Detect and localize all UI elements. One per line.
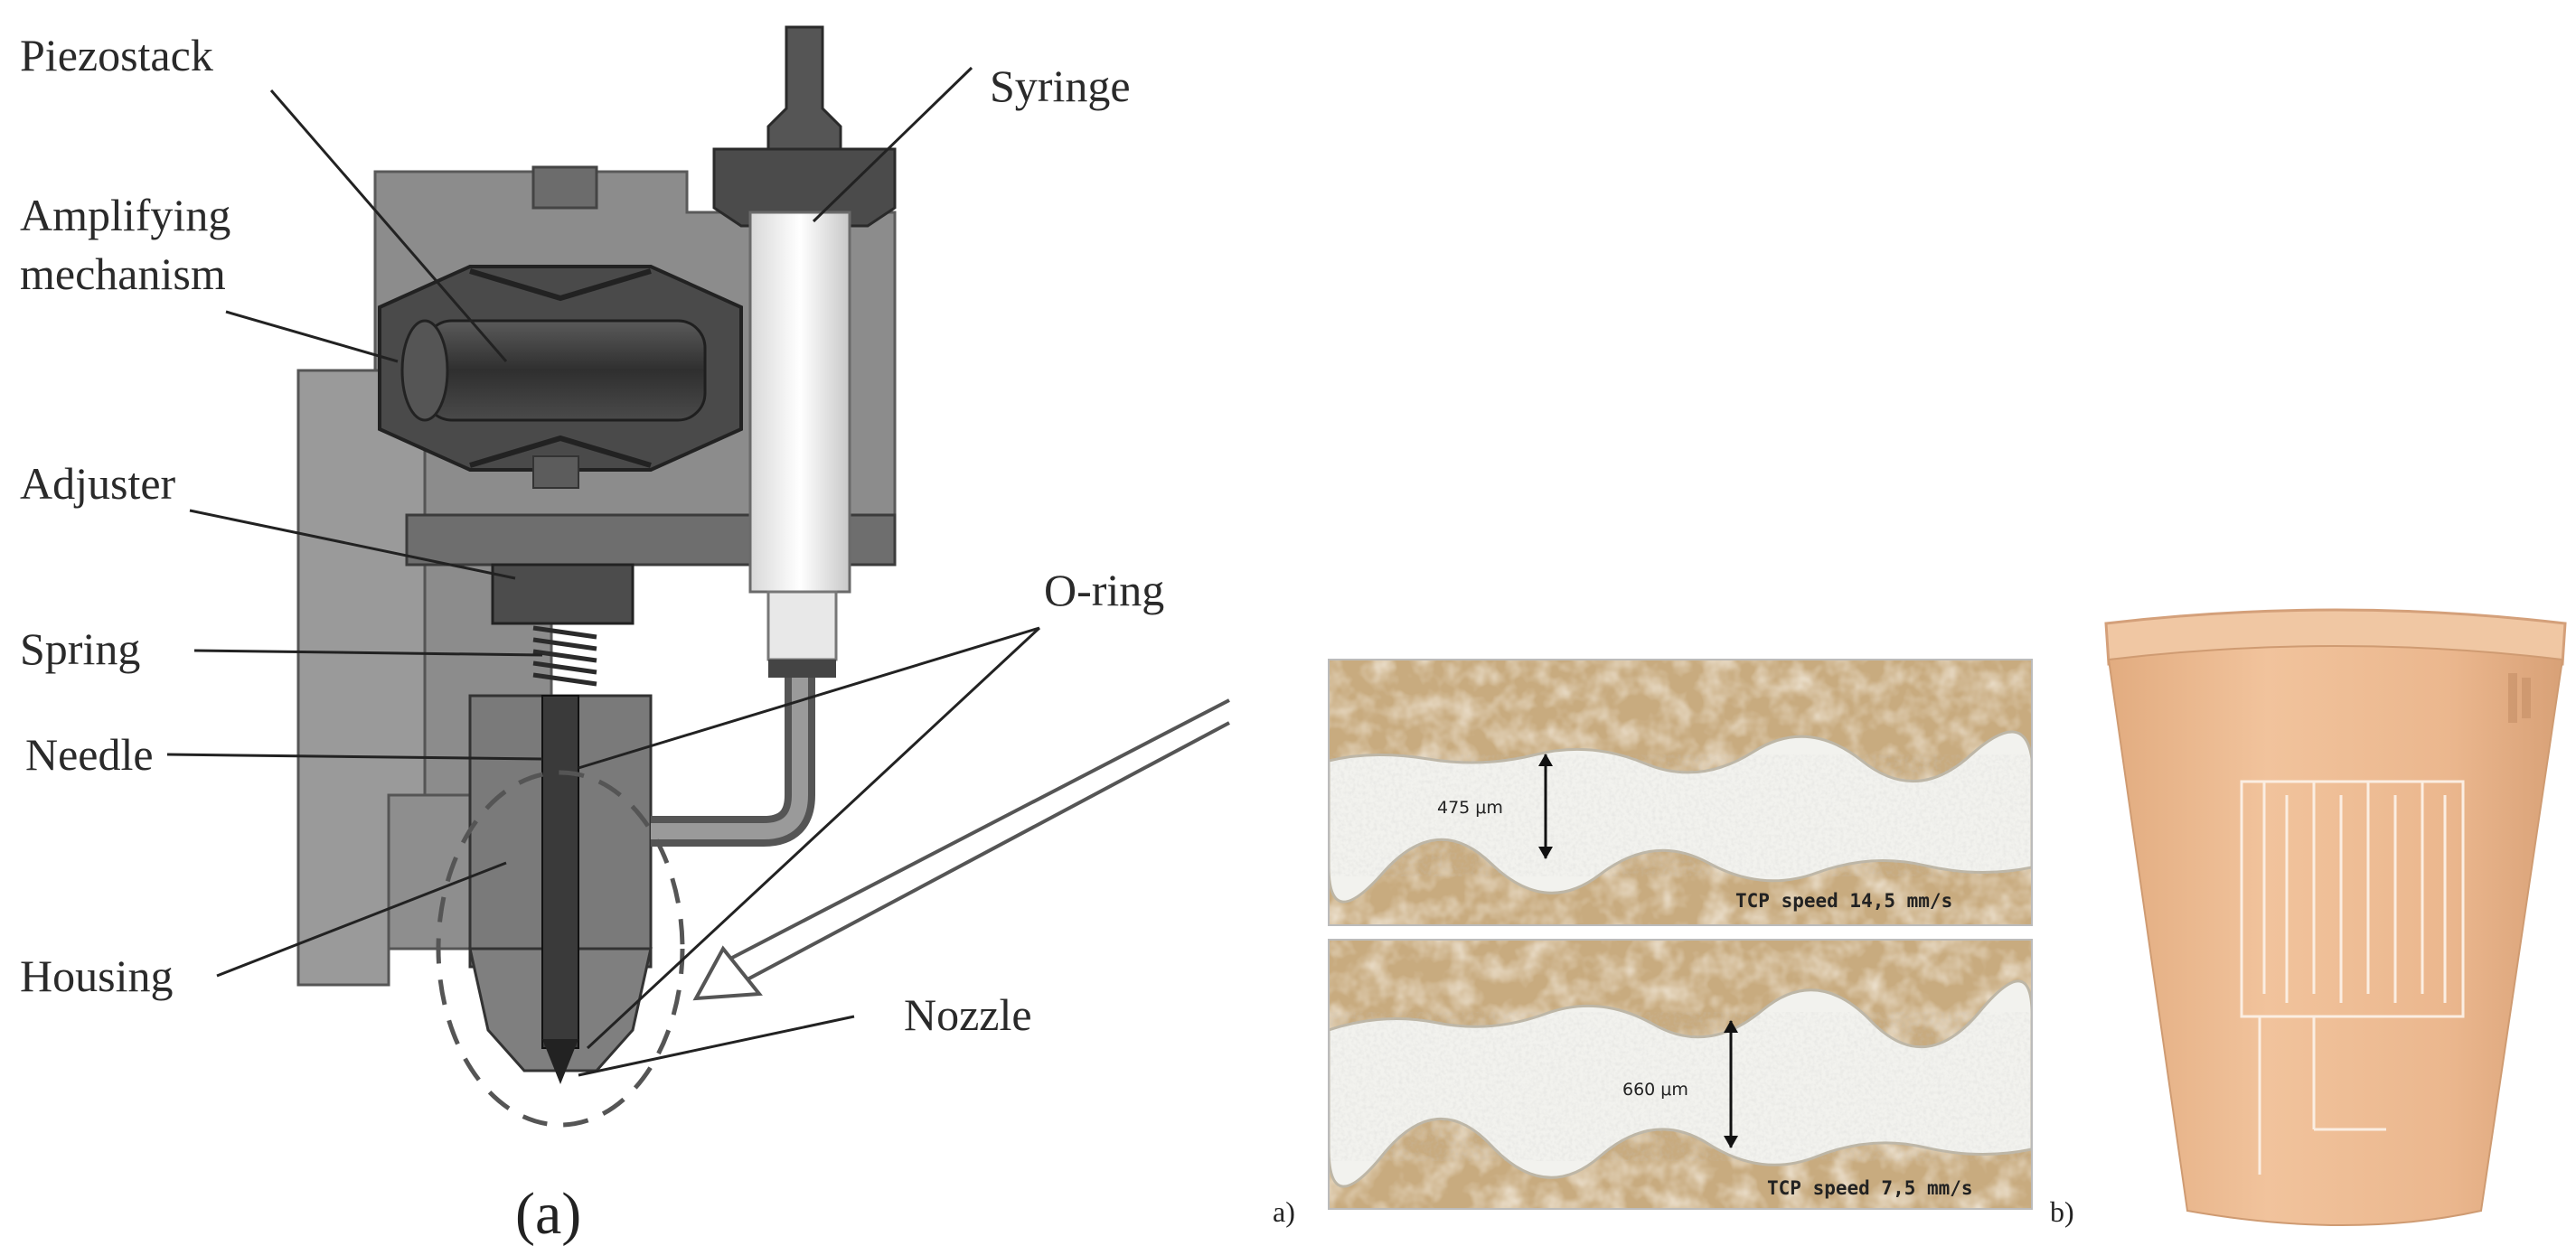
piezostack-body [423,319,707,422]
speed-label-bottom: TCP speed 7,5 mm/s [1767,1177,1973,1199]
cup-body [2107,645,2564,1226]
printed-trace [2240,780,2465,1175]
spring-coil [532,625,597,687]
top-screw [531,165,598,210]
micrograph-top [1329,660,2032,925]
label-amplifying-2: mechanism [20,248,226,299]
width-label-bottom: 660 μm [1622,1080,1688,1100]
printed-cup-photo [2097,605,2567,1238]
needle-body [541,695,579,1049]
label-amplifying-1: Amplifying [20,190,230,240]
label-nozzle: Nozzle [904,989,1032,1040]
dispenser-diagram: Piezostack Amplifying mechanism Adjuster… [20,25,1230,1247]
label-oring: O-ring [1044,565,1164,615]
width-label-top: 475 μm [1437,798,1503,818]
label-needle: Needle [25,729,154,780]
arrow-indicator [692,698,1230,1001]
label-adjuster: Adjuster [20,458,176,509]
label-piezostack: Piezostack [20,30,213,80]
caption-left-panel: (a) [515,1181,581,1247]
label-syringe: Syringe [990,61,1131,111]
nozzle-highlight [436,770,685,1128]
leader-lines [166,66,1041,1077]
label-spring: Spring [20,623,140,674]
caption-micro-b: b) [2050,1195,2074,1228]
micrograph-bottom [1329,940,2032,1209]
micrograph-panel: 475 μm TCP speed 14,5 mm/s 660 μm TCP sp… [1273,659,2074,1228]
caption-micro-a: a) [1273,1195,1295,1228]
label-housing: Housing [20,951,173,1001]
speed-label-top: TCP speed 14,5 mm/s [1735,890,1952,912]
syringe-body [651,25,897,847]
adjuster-body [491,563,635,625]
